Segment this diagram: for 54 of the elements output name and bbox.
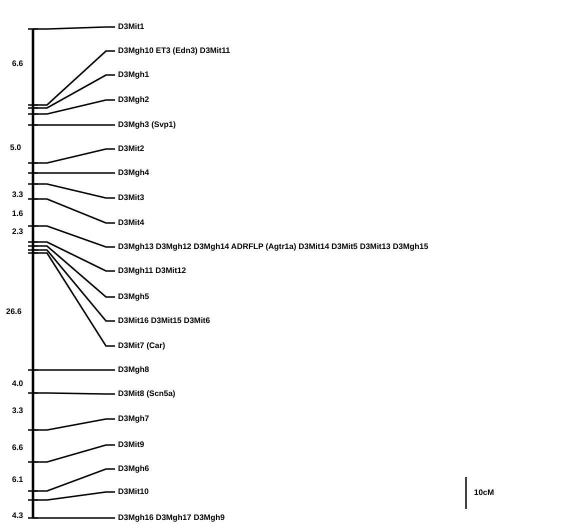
marker-label: D3Mgh1 [118,70,150,80]
distance-label: 6.6 [12,59,24,69]
distance-label: 5.0 [10,143,22,153]
marker-label: D3Mgh6 [118,464,150,474]
leader-line [33,392,115,395]
leader-line [33,491,115,501]
leader-line [33,74,115,109]
leader-line [33,26,115,30]
marker-label: D3Mgh16 D3Mgh17 D3Mgh9 [118,513,225,523]
distance-label: 2.3 [12,227,24,237]
marker-label: D3Mit2 [118,144,144,154]
distance-label: 6.6 [12,443,24,453]
leader-line [33,468,115,492]
leader-line [33,369,115,371]
leader-line [33,198,115,224]
leader-line [33,183,115,199]
marker-label: D3Mgh5 [118,292,150,302]
leader-line [33,444,115,463]
marker-label: D3Mgh2 [118,95,150,105]
marker-label: D3Mgh7 [118,414,150,424]
scale-label: 10cM [474,488,494,498]
leader-line [33,249,115,322]
marker-label: D3Mgh4 [118,168,150,178]
marker-label: D3Mit4 [118,218,144,228]
leader-line [33,517,115,519]
marker-label: D3Mgh8 [118,365,150,375]
leader-line [33,148,115,164]
leader-line [33,50,115,106]
leader-line [33,225,115,248]
distance-label: 26.6 [6,307,22,317]
distance-label: 6.1 [12,475,24,485]
marker-label: D3Mit1 [118,22,144,32]
distance-label: 1.6 [12,209,24,219]
marker-label: D3Mit3 [118,193,144,203]
marker-label: D3Mgh13 D3Mgh12 D3Mgh14 ADRFLP (Agtr1a) D3Mit14 D3Mit5 D3Mit13 D3Mgh15 [118,242,428,252]
distance-label: 4.3 [12,511,24,521]
leader-line [33,418,115,431]
distance-label: 3.3 [12,190,24,200]
distance-label: 4.0 [12,379,24,389]
marker-label: D3Mit7 (Car) [118,341,166,351]
marker-label: D3Mit16 D3Mit15 D3Mit6 [118,316,210,326]
leader-line [33,245,115,298]
marker-label: D3Mgh10 ET3 (Edn3) D3Mit11 [118,46,230,56]
marker-label: D3Mit9 [118,440,144,450]
leader-line [33,99,115,115]
distance-label: 3.3 [12,406,24,416]
leader-line [33,252,115,347]
marker-label: D3Mit8 (Scn5a) [118,389,176,399]
leader-line [33,172,115,174]
marker-label: D3Mit10 [118,487,149,497]
marker-label: D3Mgh3 (Svp1) [118,120,176,130]
leader-line [33,124,115,126]
marker-label: D3Mgh11 D3Mit12 [118,266,186,276]
leader-line [33,241,115,272]
